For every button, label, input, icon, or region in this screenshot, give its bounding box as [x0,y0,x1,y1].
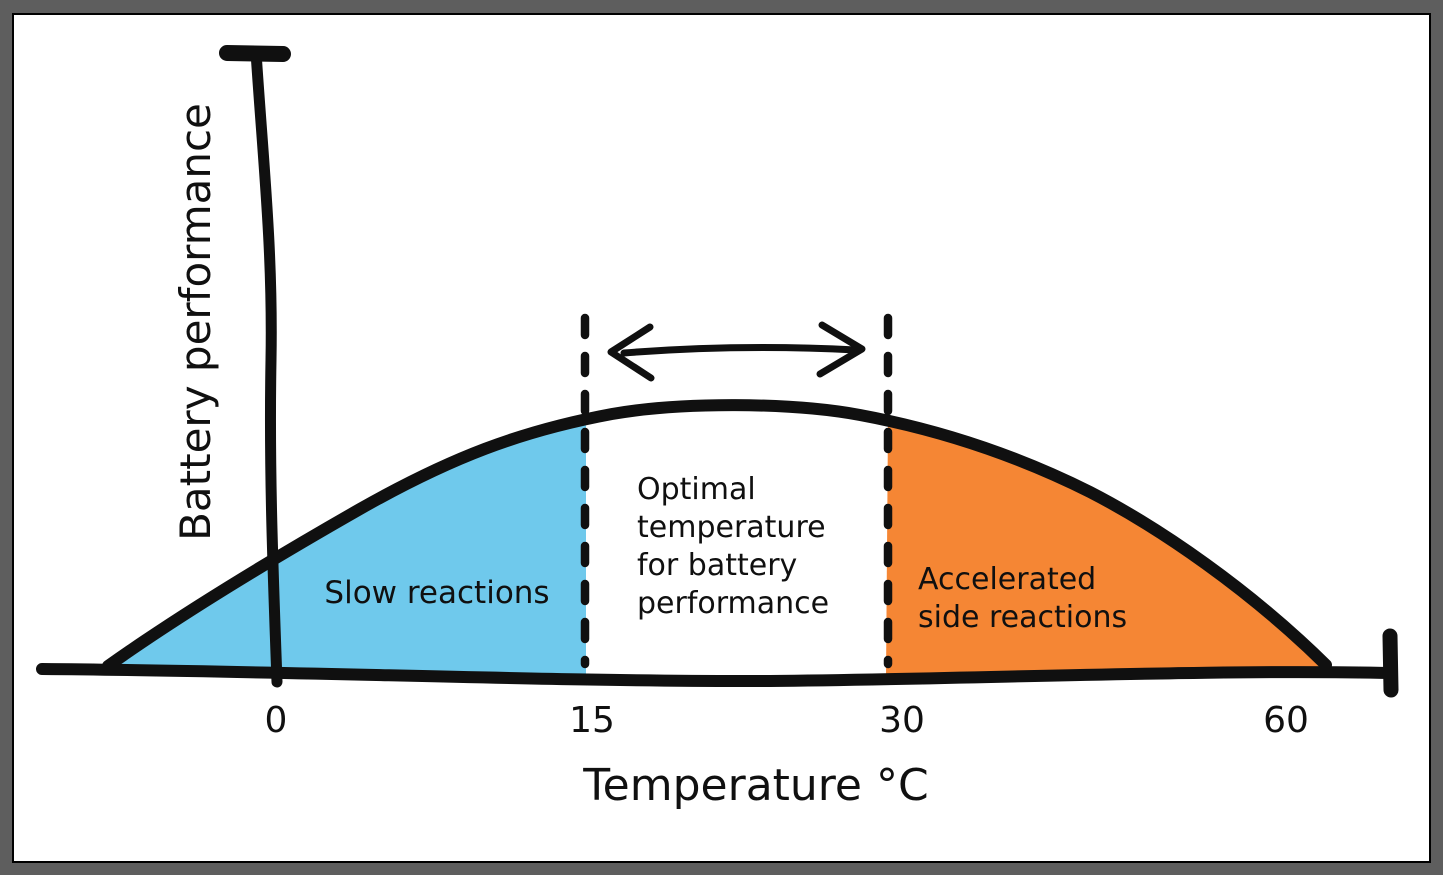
optimal-label-line3: for battery [637,548,798,583]
x-tick-30: 30 [879,700,925,741]
slow-reactions-label: Slow reactions [324,575,550,611]
x-tick-15: 15 [569,700,615,741]
y-axis-title: Battery performance [171,103,220,541]
x-axis-title: Temperature °C [583,760,929,811]
x-tick-0: 0 [264,700,288,741]
optimal-region-label: Optimal temperature for battery performa… [637,471,897,623]
optimal-label-line1: Optimal [637,472,756,507]
x-tick-60: 60 [1263,700,1309,741]
optimal-label-line2: temperature [637,510,826,545]
accelerated-label-line2: side reactions [918,600,1128,635]
accelerated-reactions-label: Accelerated side reactions [918,561,1238,637]
accelerated-label-line1: Accelerated [918,562,1097,597]
optimal-label-line4: performance [637,586,830,621]
